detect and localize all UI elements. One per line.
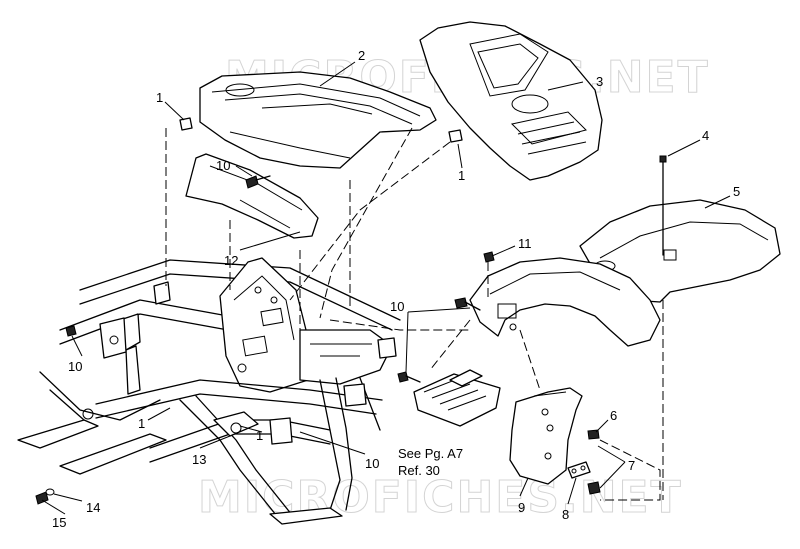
- callout-1-clip-right: 1: [458, 168, 465, 183]
- frame-assembly: [17, 257, 401, 525]
- leader-lines: [41, 61, 731, 515]
- callout-1-frame-center: 1: [256, 428, 263, 443]
- callout-11: 11: [518, 236, 532, 251]
- callout-9: 9: [518, 500, 525, 515]
- fastener-group: [35, 117, 667, 505]
- callout-10-upper: 10: [216, 158, 230, 173]
- callout-15: 15: [52, 515, 66, 530]
- assembly-lines: [165, 127, 664, 501]
- front-cover-part: [199, 71, 437, 169]
- callout-14: 14: [86, 500, 100, 515]
- callout-4: 4: [702, 128, 709, 143]
- callout-2: 2: [358, 48, 365, 63]
- callout-8: 8: [562, 507, 569, 522]
- callout-12: 12: [224, 253, 238, 268]
- rear-fender-front-part: [469, 257, 661, 347]
- license-bracket-part: [509, 387, 591, 485]
- callout-10-left: 10: [68, 359, 82, 374]
- callout-3: 3: [596, 74, 603, 89]
- callout-6: 6: [610, 408, 617, 423]
- callout-5: 5: [733, 184, 740, 199]
- inner-shield-part: [185, 153, 319, 239]
- reference-note-line1: See Pg. A7: [398, 446, 463, 461]
- battery-tray-part: [413, 369, 501, 427]
- callout-1-clip-left: 1: [156, 90, 163, 105]
- callout-1-frame-left: 1: [138, 416, 145, 431]
- reference-note-line2: Ref. 30: [398, 463, 440, 478]
- callout-10-lower: 10: [365, 456, 379, 471]
- callout-7: 7: [628, 458, 635, 473]
- rear-console-part: [419, 21, 603, 181]
- callout-10-right: 10: [390, 299, 404, 314]
- callout-13: 13: [192, 452, 206, 467]
